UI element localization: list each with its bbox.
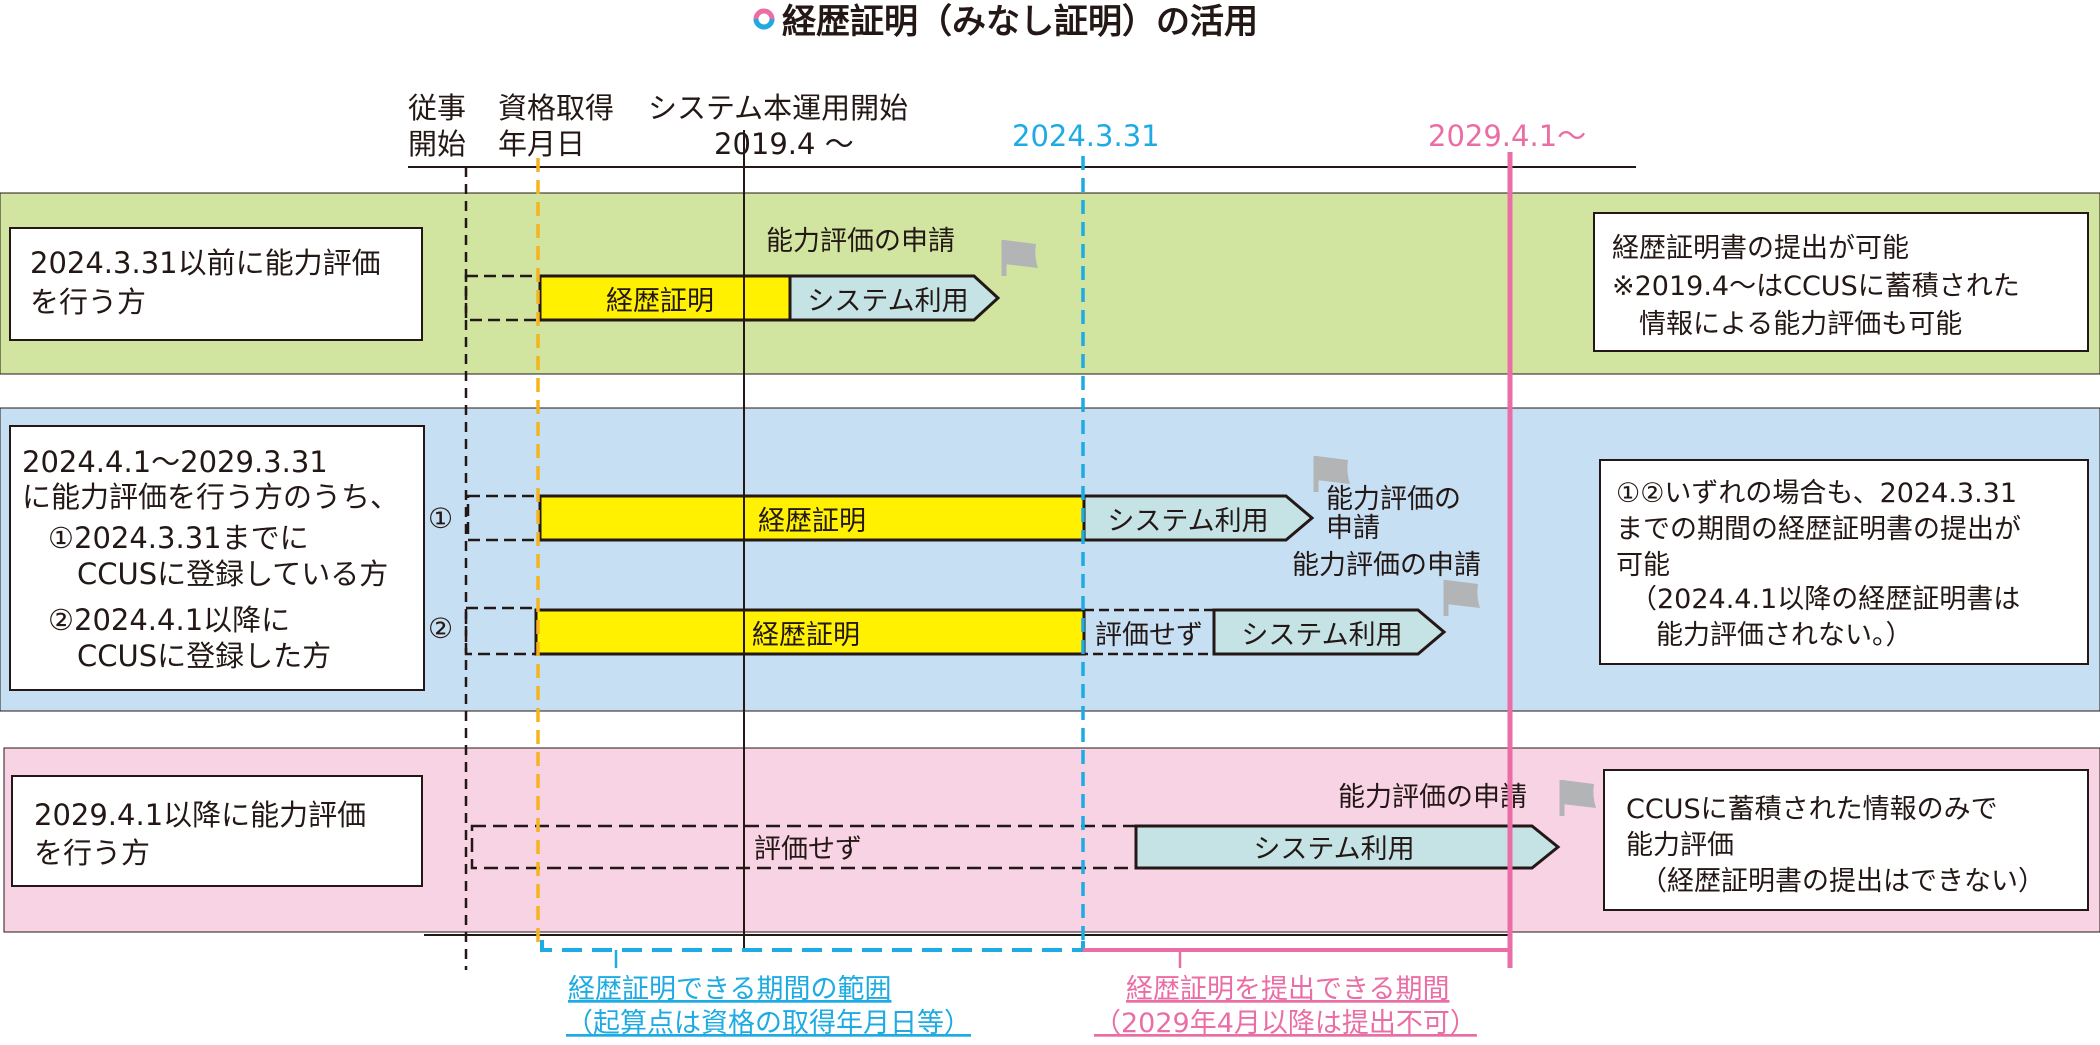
title-ring-accent-icon <box>753 8 775 30</box>
row2-right-line3: 可能 <box>1616 550 1670 581</box>
row3-left-line1: 2029.4.1以降に能力評価 <box>34 798 366 832</box>
row2-left-line6: CCUSに登録した方 <box>48 639 331 673</box>
title-group: 経歴証明（みなし証明）の活用 <box>753 2 1258 42</box>
row2-left-line5: ②2024.4.1以降に <box>48 603 290 637</box>
row2a-apply-line1: 能力評価の <box>1326 484 1461 515</box>
range-caption-line2: （起算点は資格の取得年月日等） <box>566 1008 971 1039</box>
row2b-career-label: 経歴証明 <box>752 620 860 651</box>
row3-apply-label: 能力評価の申請 <box>1338 782 1527 813</box>
row1-right-line2: ※2019.4～はCCUSに蓄積された <box>1612 271 2020 302</box>
row2b-noeval-label: 評価せず <box>1095 620 1203 651</box>
row1-system-label: システム利用 <box>807 286 968 317</box>
row3-right-line2: 能力評価 <box>1626 830 1734 861</box>
row2-marker-1: ① <box>428 502 453 535</box>
row2-left-line3: ①2024.3.31までに <box>48 521 309 555</box>
row1-left-line2: を行う方 <box>30 285 146 319</box>
axis-start-line2: 開始 <box>408 127 466 161</box>
row3-noeval-label: 評価せず <box>754 834 862 865</box>
row2: 2024.4.1～2029.3.31 に能力評価を行う方のうち、 ①2024.3… <box>9 425 2089 691</box>
row1-right-line3: 情報による能力評価も可能 <box>1612 309 1962 340</box>
row3-right-line3: （経歴証明書の提出はできない） <box>1640 866 2045 897</box>
row1-right-box <box>1593 212 2089 352</box>
range-bracket <box>540 940 1085 952</box>
row2b-system-label: システム利用 <box>1241 620 1402 651</box>
row2b-career-bar <box>534 608 1086 656</box>
row1-career-bar <box>538 274 792 322</box>
row2b-system-arrow <box>1212 608 1447 656</box>
page-title: 経歴証明（みなし証明）の活用 <box>782 2 1258 42</box>
row1-left-box <box>9 227 423 341</box>
row1-system-arrow <box>788 274 1001 322</box>
row2a-career-bar <box>538 494 1086 542</box>
row3: 2029.4.1以降に能力評価 を行う方 評価せず システム利用 能力評価の申請… <box>11 769 2089 911</box>
row2-right-line2: までの期間の経歴証明書の提出が <box>1616 514 2021 545</box>
row3-right-box <box>1603 769 2089 911</box>
axis-system-line2: 2019.4 ～ <box>714 127 854 161</box>
row2-left-line1: 2024.4.1～2029.3.31 <box>22 445 328 479</box>
axis-date-2029: 2029.4.1～ <box>1428 119 1586 153</box>
row1: 2024.3.31以前に能力評価 を行う方 経歴証明 システム利用 能力評価の申… <box>9 212 2089 352</box>
footer: 経歴証明できる期間の範囲 （起算点は資格の取得年月日等） 経歴証明を提出できる期… <box>540 940 1508 1039</box>
row2-right-line1: ①②いずれの場合も、2024.3.31 <box>1616 478 2017 509</box>
axis-date-2024: 2024.3.31 <box>1012 119 1160 153</box>
row2-marker-2: ② <box>428 612 453 645</box>
row3-left-box <box>11 775 423 887</box>
row2a-career-label: 経歴証明 <box>758 506 866 537</box>
row1-right-line1: 経歴証明書の提出が可能 <box>1612 233 1909 264</box>
row2-right-line4: （2024.4.1以降の経歴証明書は <box>1630 584 2020 615</box>
range-caption-line1: 経歴証明できる期間の範囲 <box>568 974 891 1005</box>
axis-qual-line1: 資格取得 <box>498 91 614 125</box>
axis-system-line1: システム本運用開始 <box>648 91 908 125</box>
row2b-apply-label: 能力評価の申請 <box>1292 550 1481 581</box>
row3-right-line1: CCUSに蓄積された情報のみで <box>1626 794 1998 825</box>
row3-system-arrow <box>1134 824 1561 870</box>
axis-labels: 従事 開始 資格取得 年月日 システム本運用開始 2019.4 ～ 2024.3… <box>408 91 1586 161</box>
submit-caption-line1: 経歴証明を提出できる期間 <box>1126 974 1449 1005</box>
row2a-apply-line2: 申請 <box>1326 513 1380 544</box>
submit-caption-line2: （2029年4月以降は提出不可） <box>1094 1008 1477 1039</box>
row2-left-line2: に能力評価を行う方のうち、 <box>22 480 399 514</box>
row2-right-line5: 能力評価されない。） <box>1656 620 1913 651</box>
row2-left-line4: CCUSに登録している方 <box>48 557 388 591</box>
axis-qual-line2: 年月日 <box>498 127 585 161</box>
row3-left-line2: を行う方 <box>34 836 150 870</box>
row1-career-label: 経歴証明 <box>606 286 714 317</box>
row2-left-box <box>9 425 425 691</box>
axis-start-line1: 従事 <box>408 91 466 125</box>
row1-apply-label: 能力評価の申請 <box>766 226 955 257</box>
row3-system-label: システム利用 <box>1253 834 1414 865</box>
row2-right-box <box>1599 459 2089 665</box>
row1-left-line1: 2024.3.31以前に能力評価 <box>30 246 381 280</box>
row2a-system-label: システム利用 <box>1107 506 1268 537</box>
